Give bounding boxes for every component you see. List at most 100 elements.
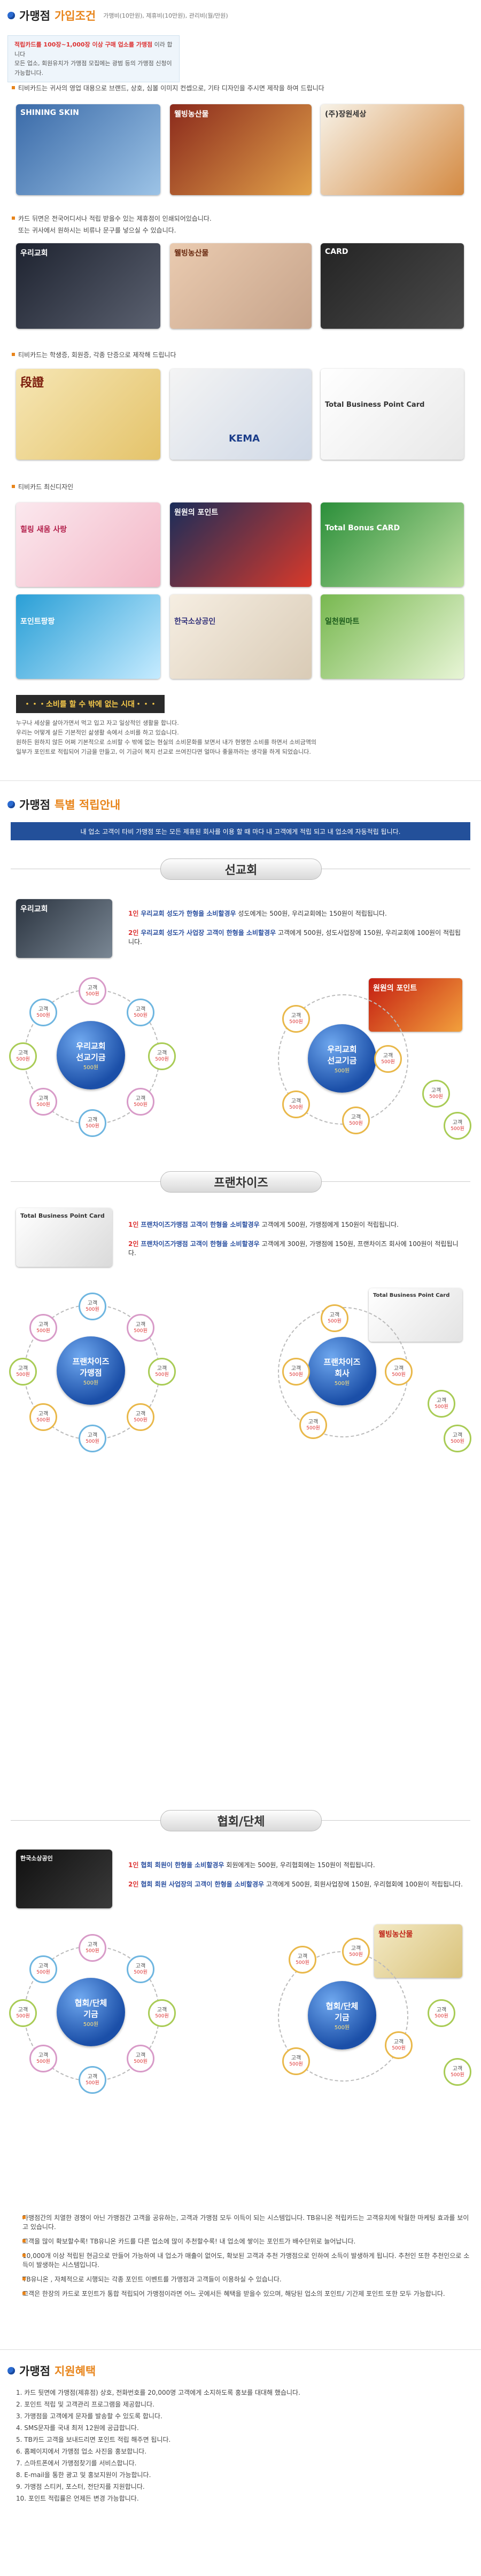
bullet-text: 카드 뒤면은 전국어디서나 적립 받을수 있는 제휴점이 인쇄되어있습니다.: [0, 214, 212, 223]
note-item: 10,000개 이상 적립된 현금으로 만들어 가능하여 내 업소가 매출이 없…: [11, 2251, 470, 2269]
section-title-a: 가맹점: [19, 10, 50, 22]
bullet-text: 티비카드 최신디자인: [0, 482, 73, 491]
sample-card: KEMA: [170, 369, 312, 460]
pill-association: 협회/단체: [160, 1810, 322, 1831]
quote-line: 우리는 어떻게 살든 기본적인 삶생활 속에서 소비를 하고 있습니다.: [16, 729, 179, 736]
sample-card: CARD: [321, 243, 464, 329]
benefit-item: 1. 카드 뒷면에 가맹점(제휴점) 상호, 전화번호를 20,000명 고객에…: [16, 2389, 300, 2396]
benefit-item: 2. 포인트 적립 및 고객관리 프로그램을 제공합니다.: [16, 2401, 154, 2408]
section-header-special: 가맹점 특별 적립안내: [0, 796, 128, 813]
benefit-item: 5. TB카드 고객을 보내드리면 포인트 적립 해주면 됩니다.: [16, 2436, 171, 2443]
benefit-item: 6. 홈페이지에서 가맹점 업소 사진을 홍보합니다.: [16, 2448, 147, 2455]
quote-line: 원하든 원하지 않든 어쩌 기본적으로 소비할 수 밖에 없는 현실의 소비문화…: [16, 739, 316, 746]
sample-card: 웰빙농산물: [170, 104, 312, 195]
section-header-benefits: 가맹점 지원혜택: [0, 2363, 103, 2379]
sample-card: (주)장원세상: [321, 104, 464, 195]
divider: [0, 780, 481, 781]
note-item: 고객은 한장의 카드로 포인트가 통합 적립되어 가맹점이라면 어느 곳에서든 …: [11, 2289, 470, 2298]
sample-card: 포인트팡팡: [16, 594, 160, 679]
note-item: TB유니온 , 자체적으로 시행되는 각종 포인트 이벤트를 가맹점과 고객들이…: [11, 2275, 470, 2284]
sample-card: 한국소상공인: [170, 594, 312, 679]
benefit-item: 7. 스마트폰에서 가맹점찾기를 서비스합니다.: [16, 2459, 137, 2467]
benefit-item: 3. 가맹점을 고객에게 문자를 발송할 수 있도록 합니다.: [16, 2412, 162, 2420]
bullet-text-2: 또는 귀사에서 원하시는 비류나 문구를 넣으실 수 있습니다.: [18, 227, 176, 234]
quote-line: 누구나 세상을 살아가면서 먹고 입고 자고 일상적인 생활을 합니다.: [16, 720, 179, 726]
sample-card: Total Business Point Card: [321, 369, 464, 460]
benefit-item: 9. 가맹점 스티커, 포스터, 전단지를 지원합니다.: [16, 2483, 145, 2490]
special-banner: 내 업소 고객이 타비 가맹점 또는 모든 제휴된 회사를 이용 할 때 마다 …: [11, 822, 470, 840]
sample-card: 웰빙농산물: [170, 243, 312, 329]
sample-card: Total Bonus CARD: [321, 502, 464, 587]
sample-card: 한국소상공인: [16, 1850, 112, 1908]
bullet-text: 티비카드는 학생증, 회원증, 각종 단증으로 제작해 드립니다: [0, 350, 176, 359]
sample-card: 우리교회: [16, 243, 160, 329]
section-title-b: 가입조건: [54, 10, 96, 22]
sample-card: SHINING SKIN: [16, 104, 160, 195]
pill-mission: 선교회: [160, 858, 322, 880]
bullet-icon: [7, 801, 15, 808]
divider: [0, 2349, 481, 2350]
bullet-icon: [7, 2367, 15, 2374]
sample-card: 段證: [16, 369, 160, 460]
sample-card: 웰빙농산물: [374, 1924, 462, 1978]
bullet-text: 티비카드는 귀사의 영업 대용으로 브랜드, 상호, 심볼 이미지 컨셉으로, …: [0, 83, 324, 92]
benefit-item: 10. 포인트 적립률은 언제든 변경 가능합니다.: [16, 2495, 139, 2502]
benefit-item: 4. SMS문자를 국내 최저 12원에 공급합니다.: [16, 2424, 139, 2432]
section-header-join: 가맹점 가입조건 가맹비(10만원), 제휴비(10만원), 관리비(월/만원): [0, 7, 236, 24]
section-subtitle: 가맹비(10만원), 제휴비(10만원), 관리비(월/만원): [103, 12, 228, 19]
bullet-icon: [7, 12, 15, 19]
benefit-item: 8. E-mail을 통한 광고 및 홍보지원이 가능합니다.: [16, 2471, 151, 2479]
sample-card: 일천원마트: [321, 594, 464, 679]
pill-franchise: 프랜차이즈: [160, 1171, 322, 1193]
benefit-list: 1. 카드 뒷면에 가맹점(제휴점) 상호, 전화번호를 20,000명 고객에…: [16, 2387, 300, 2504]
sample-card: 우리교회: [16, 899, 112, 958]
system-notes: 가맹점간의 치열한 경쟁이 아닌 가맹점간 고객을 공유하는, 고객과 가맹점 …: [11, 2213, 470, 2303]
note-item: 가맹점간의 치열한 경쟁이 아닌 가맹점간 고객을 공유하는, 고객과 가맹점 …: [11, 2213, 470, 2231]
quote-block: ・・・소비를 할 수 밖에 없는 시대・・・ 누구나 세상을 살아가면서 먹고 …: [16, 695, 465, 757]
